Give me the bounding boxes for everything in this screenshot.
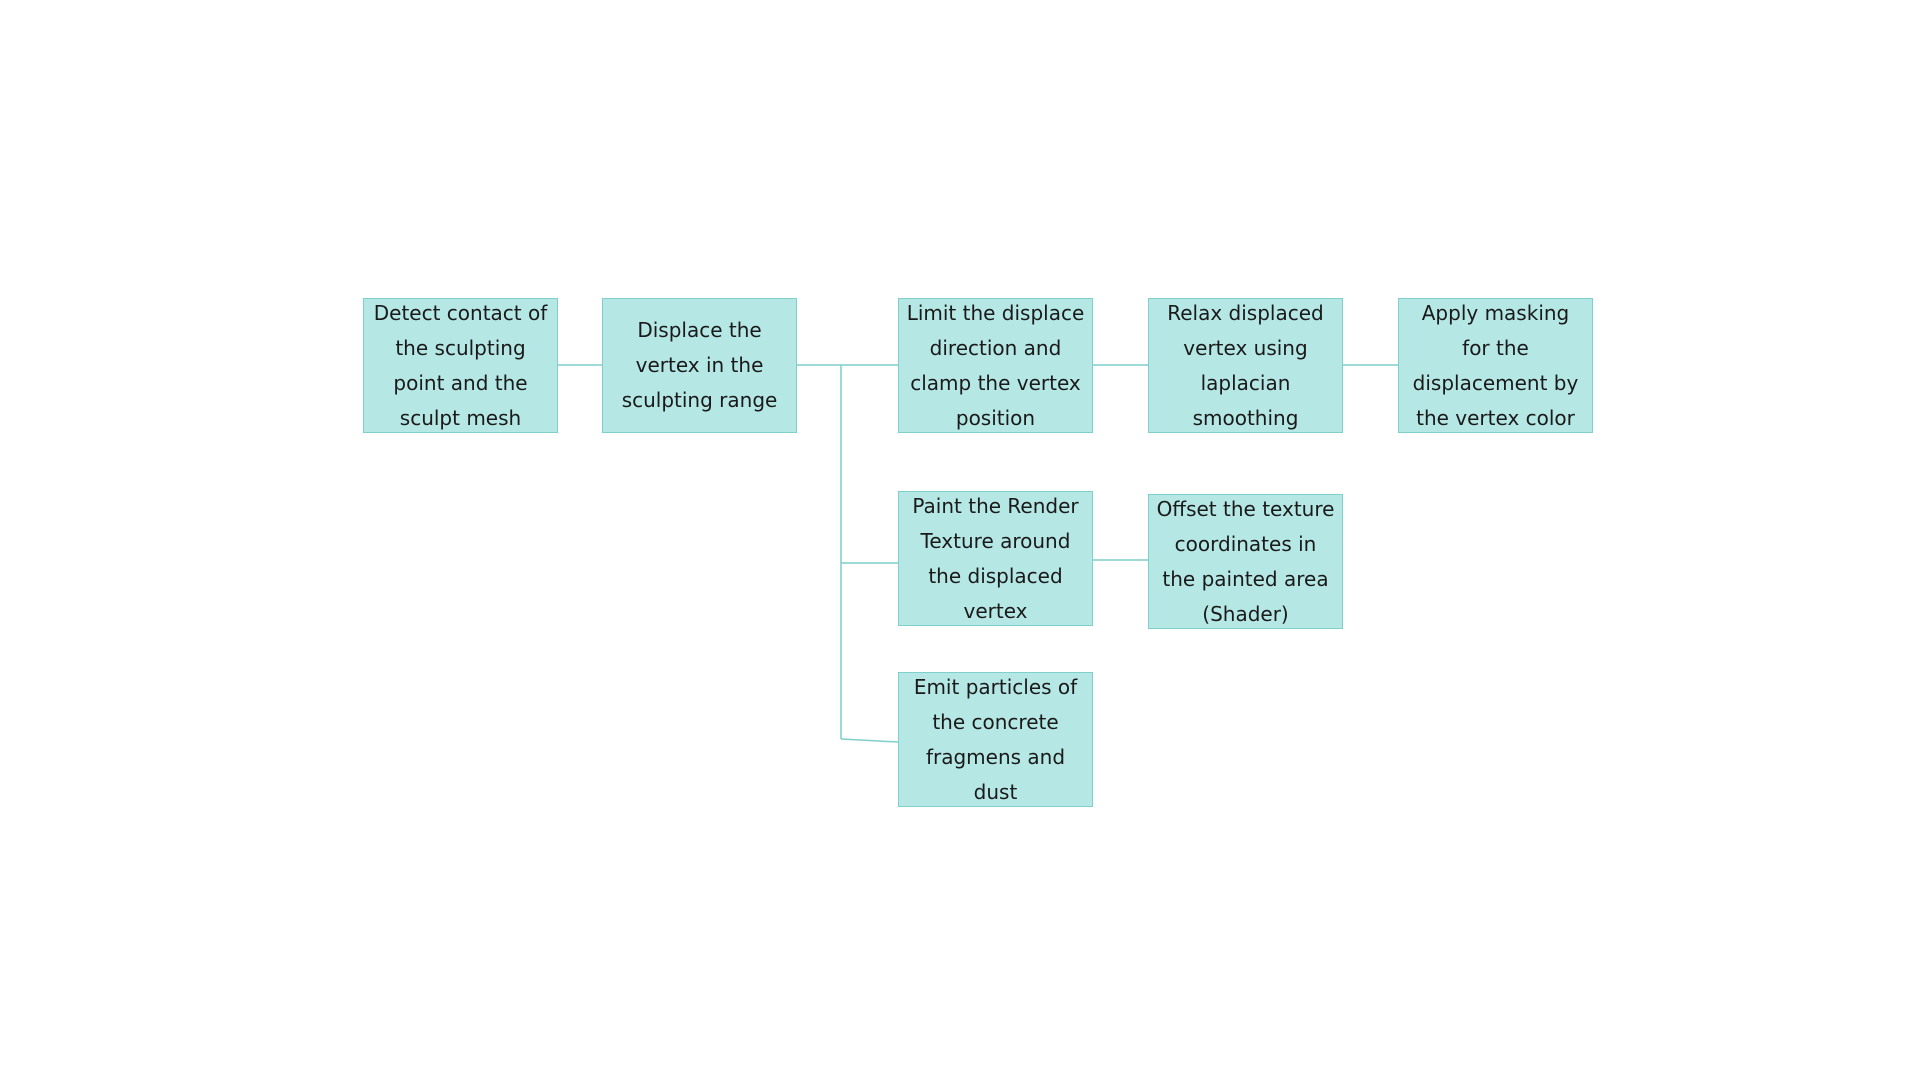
node-limit-displace-label: Limit the displace direction and clamp t… [906,300,1085,430]
node-detect-contact: Detect contact of the sculpting point an… [363,298,558,433]
node-relax-vertex-label: Relax displaced vertex using laplacian s… [1167,300,1324,430]
node-offset-texture: Offset the texture coordinates in the pa… [1148,494,1343,629]
node-displace-vertex-label: Displace the vertex in the sculpting ran… [621,318,778,412]
node-apply-masking: Apply masking for the displacement by th… [1398,298,1593,433]
node-emit-particles: Emit particles of the concrete fragmens … [898,672,1093,807]
node-emit-particles-label: Emit particles of the concrete fragmens … [913,674,1078,804]
node-detect-contact-label: Detect contact of the sculpting point an… [373,300,548,430]
node-limit-displace: Limit the displace direction and clamp t… [898,298,1093,433]
node-relax-vertex: Relax displaced vertex using laplacian s… [1148,298,1343,433]
node-offset-texture-label: Offset the texture coordinates in the pa… [1156,496,1335,626]
node-displace-vertex: Displace the vertex in the sculpting ran… [602,298,797,433]
node-apply-masking-label: Apply masking for the displacement by th… [1412,300,1579,430]
node-paint-render-texture: Paint the Render Texture around the disp… [898,491,1093,626]
connector-branch-to-emit [840,738,899,743]
node-paint-render-texture-label: Paint the Render Texture around the disp… [912,493,1079,623]
